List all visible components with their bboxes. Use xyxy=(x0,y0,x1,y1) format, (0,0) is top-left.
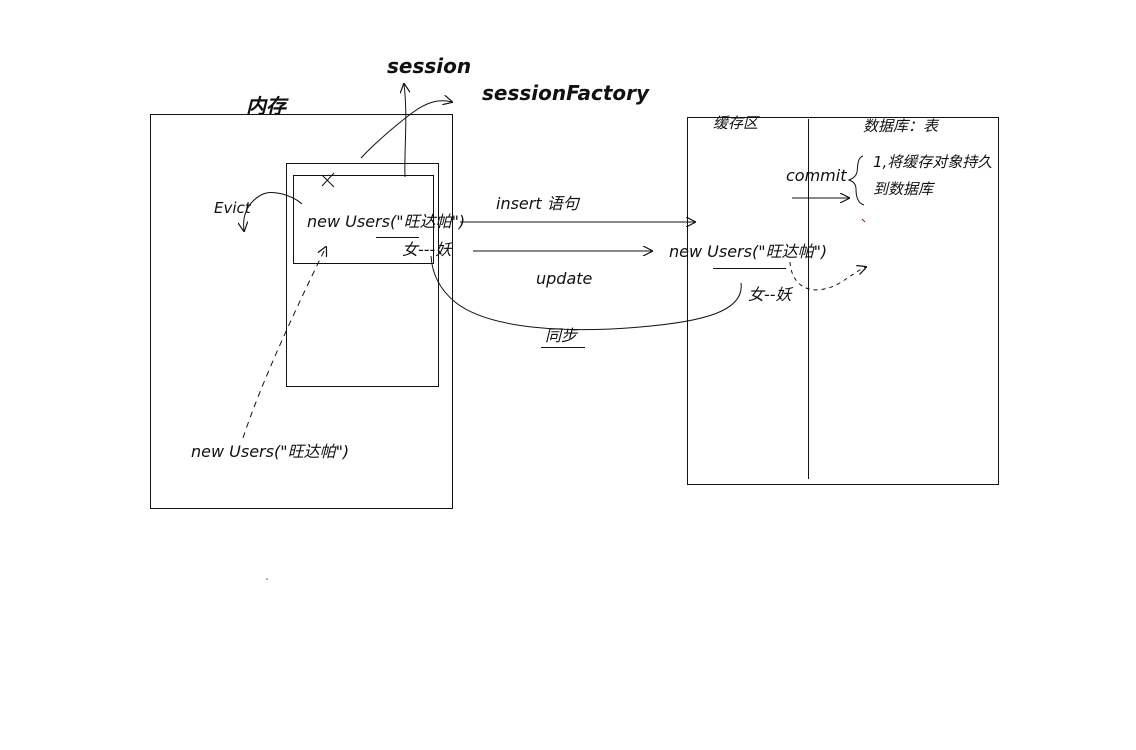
memory-label: 内存 xyxy=(246,94,286,118)
to-session-arrow xyxy=(404,84,406,178)
session-box xyxy=(286,163,439,387)
insert-statement-label: insert 语句 xyxy=(496,194,579,213)
cross-mark xyxy=(321,172,335,188)
to-session-factory-curve xyxy=(360,101,452,159)
session-label: session xyxy=(387,54,472,78)
cache-database-box xyxy=(687,117,999,485)
persist-note-line2: 到数据库 xyxy=(873,180,934,198)
cache-attribute-label: 女--妖 xyxy=(748,285,792,304)
database-table-label: 数据库：表 xyxy=(863,117,939,135)
session-factory-label: sessionFactory xyxy=(482,81,650,105)
persist-note-line1: 1,将缓存对象持久 xyxy=(873,153,993,171)
memory-box xyxy=(150,114,453,509)
persist-note-brace xyxy=(847,155,865,206)
sync-label: 同步 xyxy=(545,326,578,345)
evict-label: Evict xyxy=(214,199,251,217)
inner-attribute-label: 女---妖 xyxy=(402,240,452,259)
commit-label: commit xyxy=(786,166,847,185)
sync-curve xyxy=(430,255,742,331)
outer-object-label: new Users("旺达帕") xyxy=(191,442,350,461)
cache-object-box xyxy=(293,175,434,264)
persist-dashed-arrow xyxy=(789,261,866,291)
red-mark xyxy=(861,218,866,223)
update-label: update xyxy=(536,269,593,288)
evict-curve xyxy=(244,192,303,231)
object-enter-dashed-arrow xyxy=(242,247,326,439)
stray-dot xyxy=(266,578,268,580)
cache-object-label: new Users("旺达帕") xyxy=(669,242,828,261)
cache-area-label: 缓存区 xyxy=(713,114,759,132)
inner-object-label: new Users("旺达帕") xyxy=(307,212,466,231)
